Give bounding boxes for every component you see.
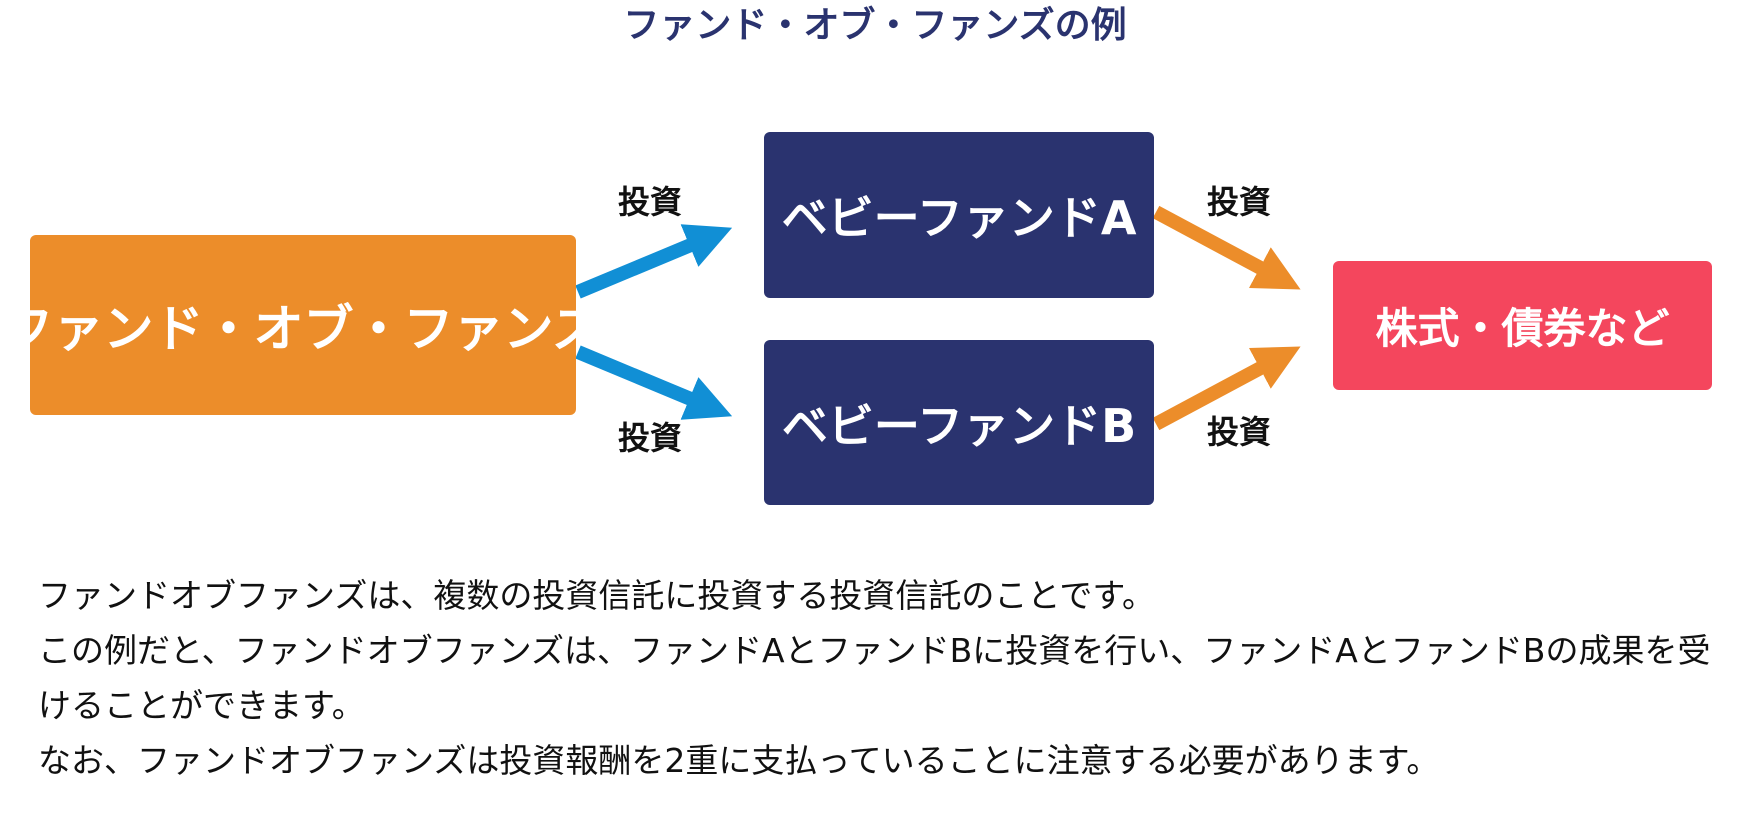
invest-label-fof-to-a: 投資 xyxy=(618,183,683,221)
invest-label-a-to-stocks: 投資 xyxy=(1207,183,1272,221)
arrow-fof-to-fund-b xyxy=(575,345,733,420)
stocks-bonds-node: 株式・債券など xyxy=(1333,261,1712,390)
baby-fund-a-node: ベビーファンドA xyxy=(764,132,1154,298)
arrow-fund-b-to-stocks xyxy=(1152,346,1301,431)
arrow-fund-a-to-stocks xyxy=(1152,205,1301,290)
fund-of-funds-node: ファンド・オブ・ファンズ xyxy=(4,235,603,415)
description-line-3: なお、ファンドオブファンズは投資報酬を2重に支払っていることに注意する必要があり… xyxy=(38,741,1440,780)
description: ファンドオブファンズは、複数の投資信託に投資する投資信託のことです。 この例だと… xyxy=(38,568,1718,788)
invest-label-b-to-stocks: 投資 xyxy=(1207,413,1272,451)
arrow-fof-to-fund-a xyxy=(575,224,733,299)
description-line-1: ファンドオブファンズは、複数の投資信託に投資する投資信託のことです。 xyxy=(38,576,1156,615)
description-line-2: この例だと、ファンドオブファンズは、ファンドAとファンドBに投資を行い、ファンド… xyxy=(38,631,1711,725)
page-title: ファンド・オブ・ファンズの例 xyxy=(623,5,1127,46)
baby-fund-b-node: ベビーファンドB xyxy=(764,340,1154,505)
invest-label-fof-to-b: 投資 xyxy=(618,419,683,457)
